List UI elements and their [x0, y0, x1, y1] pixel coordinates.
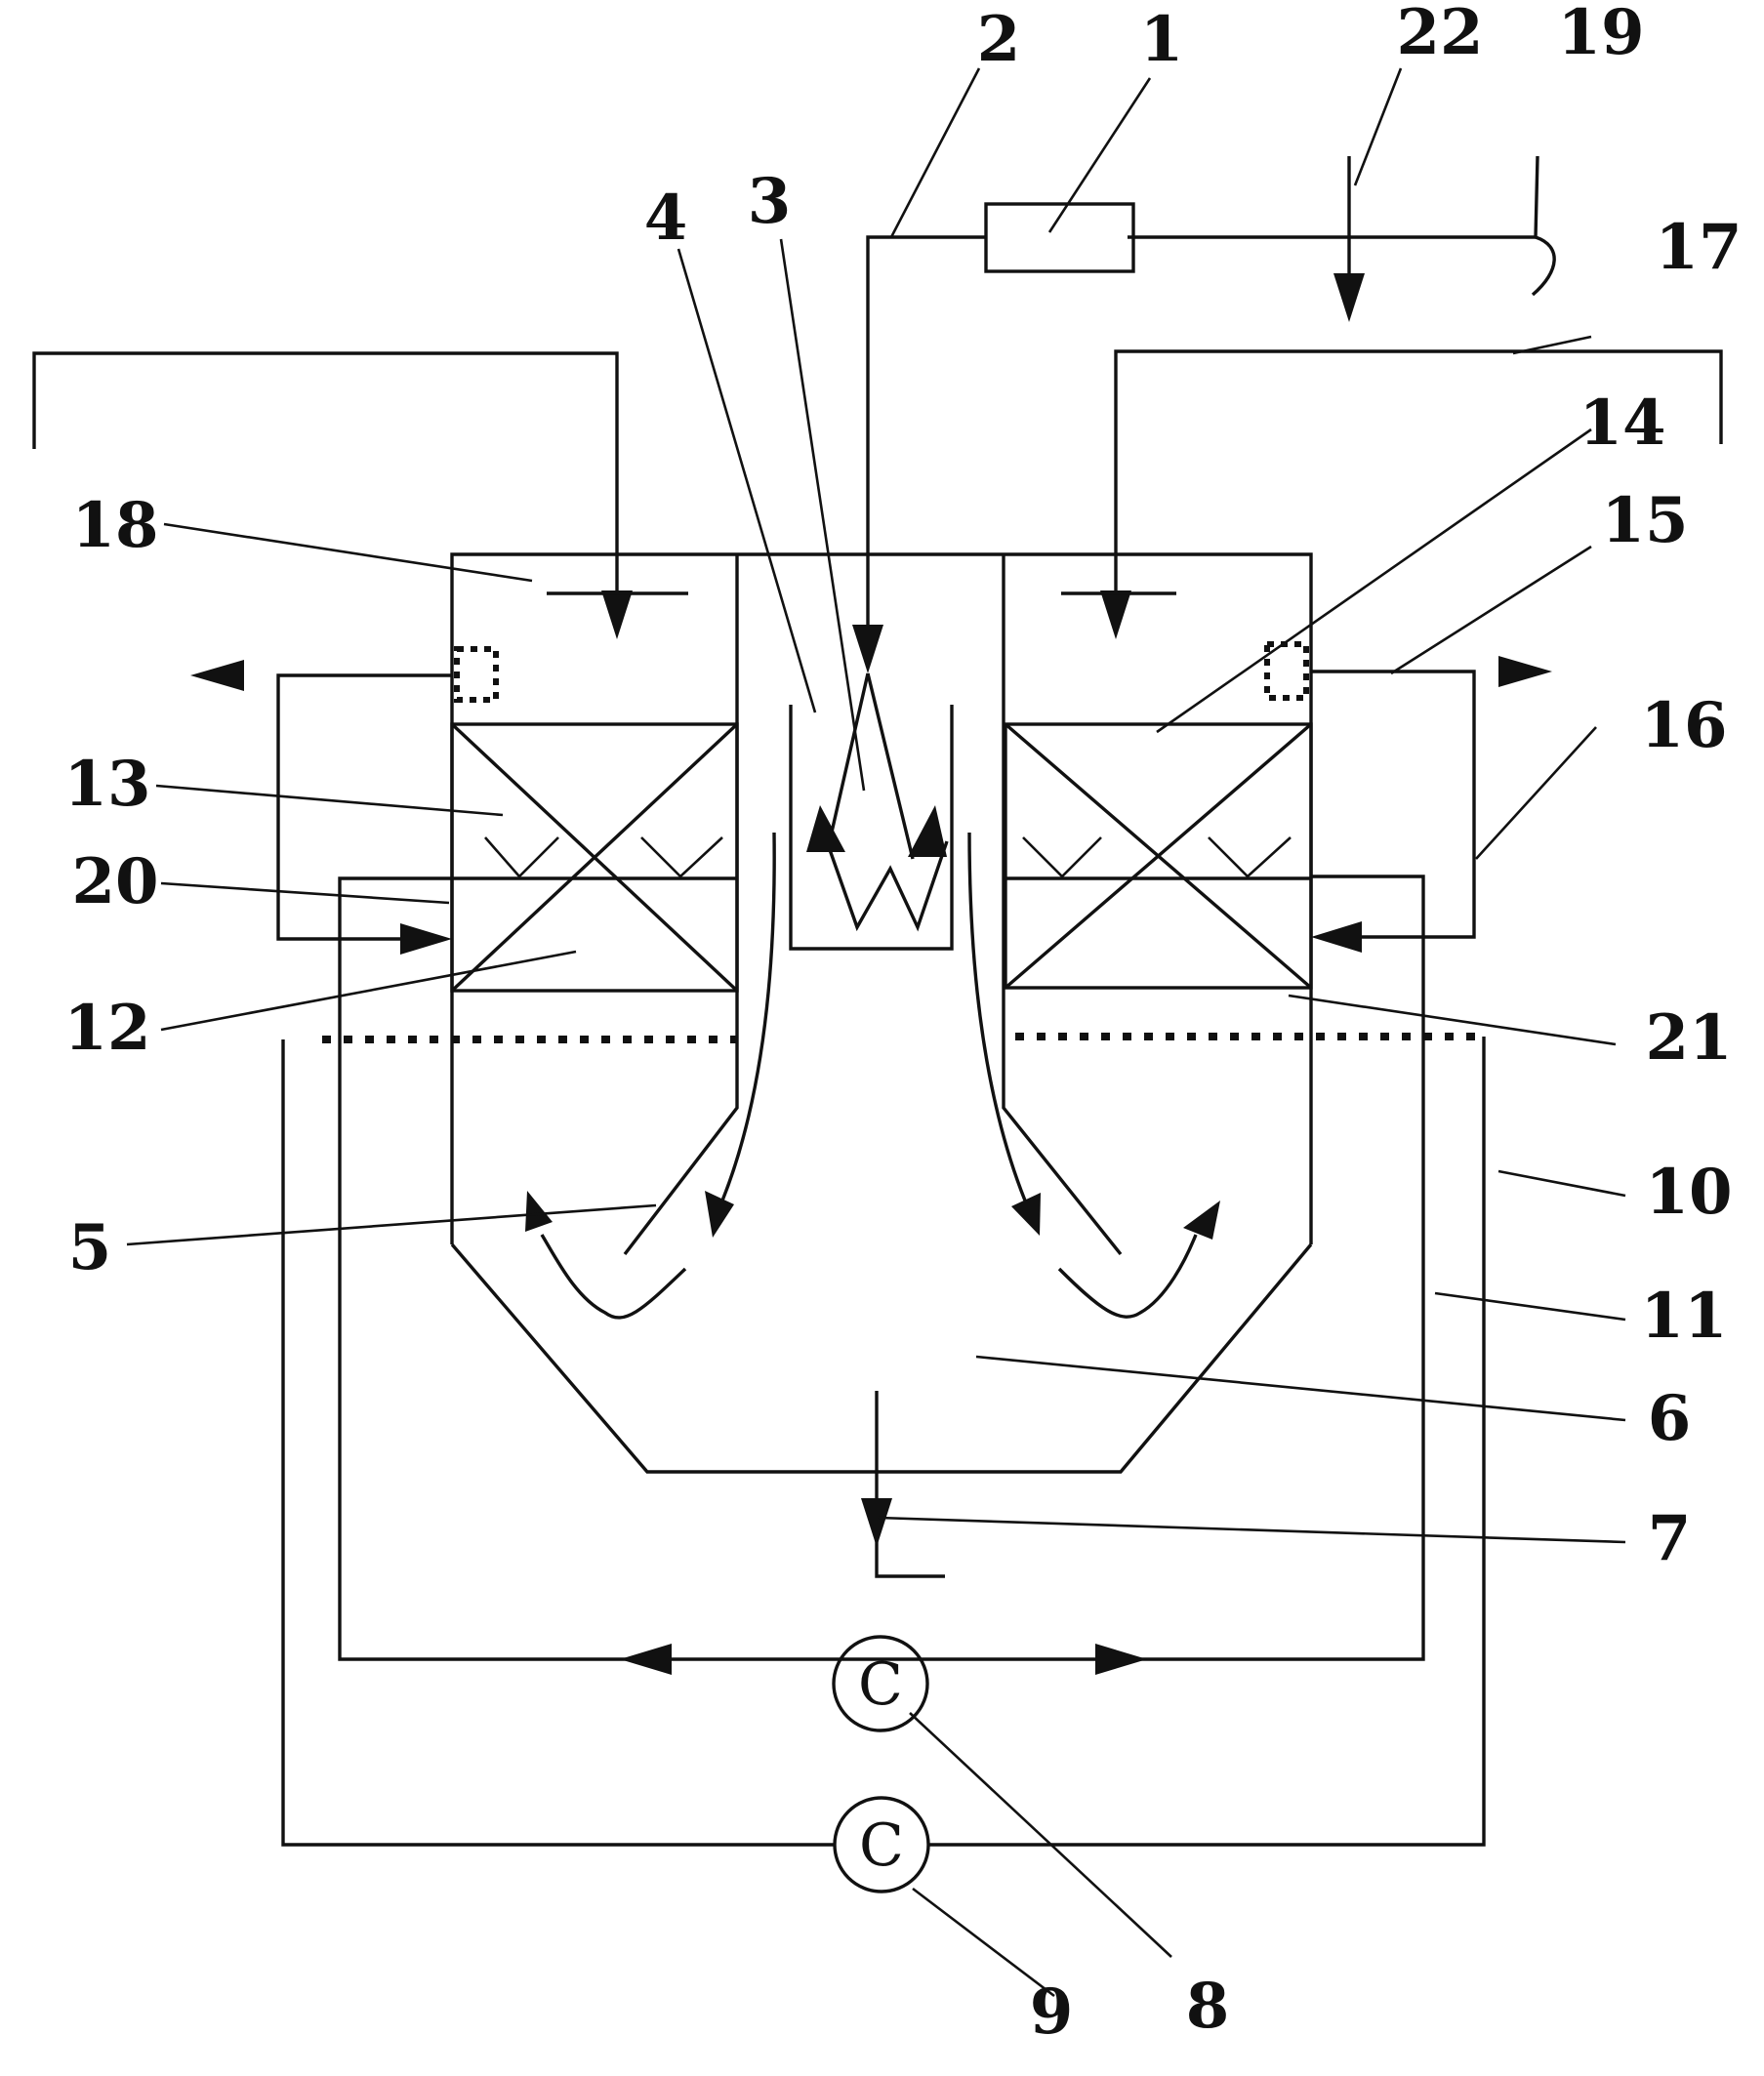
- main-vessel: [450, 552, 1313, 1474]
- label-1: 1: [1140, 3, 1184, 76]
- left-packing-block: [450, 722, 739, 993]
- leader-lines: [126, 67, 1626, 1998]
- label-16: 16: [1640, 689, 1727, 762]
- label-7: 7: [1648, 1502, 1692, 1575]
- outlet-7: [861, 1391, 945, 1578]
- label-19: 19: [1557, 0, 1644, 69]
- label-21: 21: [1645, 1001, 1732, 1075]
- left-distribution-line: [32, 351, 633, 639]
- label-6: 6: [1648, 1382, 1692, 1455]
- label-14: 14: [1579, 387, 1665, 460]
- liquid-level-dotted-lines: [322, 1033, 1484, 1043]
- label-4: 4: [644, 182, 688, 255]
- label-9: 9: [1030, 1975, 1074, 2049]
- right-side-loop: [1311, 656, 1552, 953]
- pump-8: [832, 1635, 929, 1732]
- loop-11: C: [338, 875, 1425, 1732]
- right-sensor-marker: [1264, 641, 1309, 701]
- label-11: 11: [1640, 1280, 1727, 1353]
- label-20: 20: [71, 845, 158, 918]
- left-sensor-marker: [454, 646, 499, 703]
- label-10: 10: [1645, 1156, 1732, 1229]
- label-12: 12: [63, 992, 150, 1065]
- inlet-arrow-22: [1333, 156, 1365, 322]
- label-22: 22: [1396, 0, 1483, 69]
- label-3: 3: [748, 165, 792, 238]
- label-5: 5: [68, 1211, 112, 1284]
- right-distribution-line-17: [1100, 349, 1723, 639]
- loop-10: C: [281, 1037, 1486, 1893]
- label-2: 2: [977, 3, 1021, 76]
- element-1-box: [984, 202, 1135, 273]
- number-labels: 1 2 3 4 5 6 7 8 9 10 11 12 13 14 15 16 1…: [63, 0, 1742, 2049]
- label-8: 8: [1186, 1970, 1230, 2043]
- right-packing-block: [1004, 722, 1313, 990]
- flow-curves: [525, 832, 1220, 1320]
- label-15: 15: [1601, 484, 1688, 557]
- label-17: 17: [1655, 211, 1742, 284]
- pump-9-symbol: C: [859, 1811, 904, 1880]
- center-column: [623, 554, 1123, 1256]
- pump-9: [833, 1796, 930, 1893]
- label-13: 13: [63, 748, 150, 821]
- feed-line: [852, 155, 1556, 673]
- left-side-loop: [190, 660, 452, 955]
- label-18: 18: [71, 489, 158, 562]
- pump-8-symbol: C: [858, 1650, 903, 1719]
